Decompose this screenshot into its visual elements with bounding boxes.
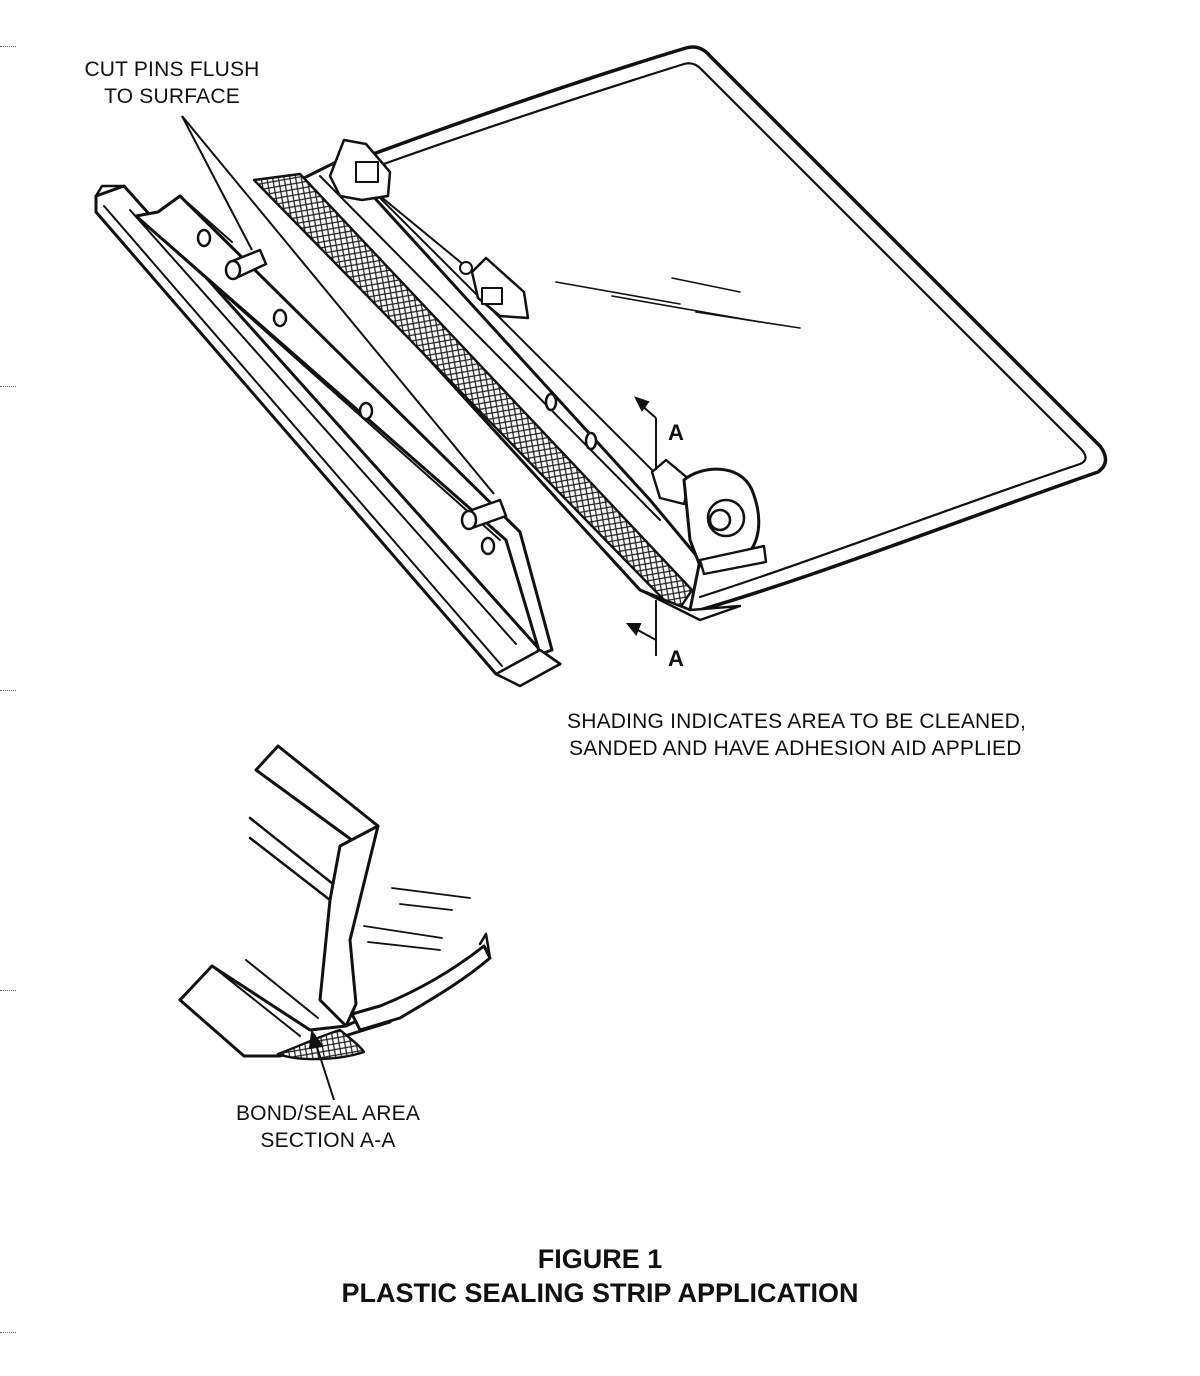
- shading-note-line-1: SHADING INDICATES AREA TO BE CLEANED,: [567, 710, 1027, 733]
- bond-seal-line-2: SECTION A-A: [260, 1129, 396, 1152]
- bond-seal-label: BOND/SEAL AREA SECTION A-A: [210, 1100, 446, 1154]
- shading-note: SHADING INDICATES AREA TO BE CLEANED, SA…: [567, 708, 1026, 762]
- assembled-sealing-strip: [252, 138, 768, 622]
- cut-pins-line-2: TO SURFACE: [104, 85, 240, 108]
- margin-mark: [0, 46, 16, 49]
- margin-mark: [0, 386, 16, 389]
- margin-mark: [0, 1332, 16, 1335]
- glass-panel: [328, 45, 1108, 612]
- section-marker-bottom: A: [668, 646, 684, 671]
- section-marker-top: A: [668, 420, 684, 445]
- cut-pins-label: CUT PINS FLUSH TO SURFACE: [62, 56, 282, 110]
- cut-pins-line-1: CUT PINS FLUSH: [84, 58, 260, 81]
- figure-title: PLASTIC SEALING STRIP APPLICATION: [341, 1278, 859, 1308]
- margin-mark: [0, 990, 16, 993]
- bond-seal-line-1: BOND/SEAL AREA: [235, 1102, 421, 1125]
- bond-seal-leader: [308, 1029, 335, 1101]
- shading-note-line-2: SANDED AND HAVE ADHESION AID APPLIED: [569, 737, 1022, 760]
- margin-mark: [0, 690, 16, 693]
- loose-sealing-strip: [94, 184, 562, 688]
- section-cut-markers: [625, 396, 657, 656]
- section-a-a-detail: [178, 744, 492, 1061]
- cut-pins-leader: [181, 115, 495, 495]
- figure-number: FIGURE 1: [537, 1244, 663, 1274]
